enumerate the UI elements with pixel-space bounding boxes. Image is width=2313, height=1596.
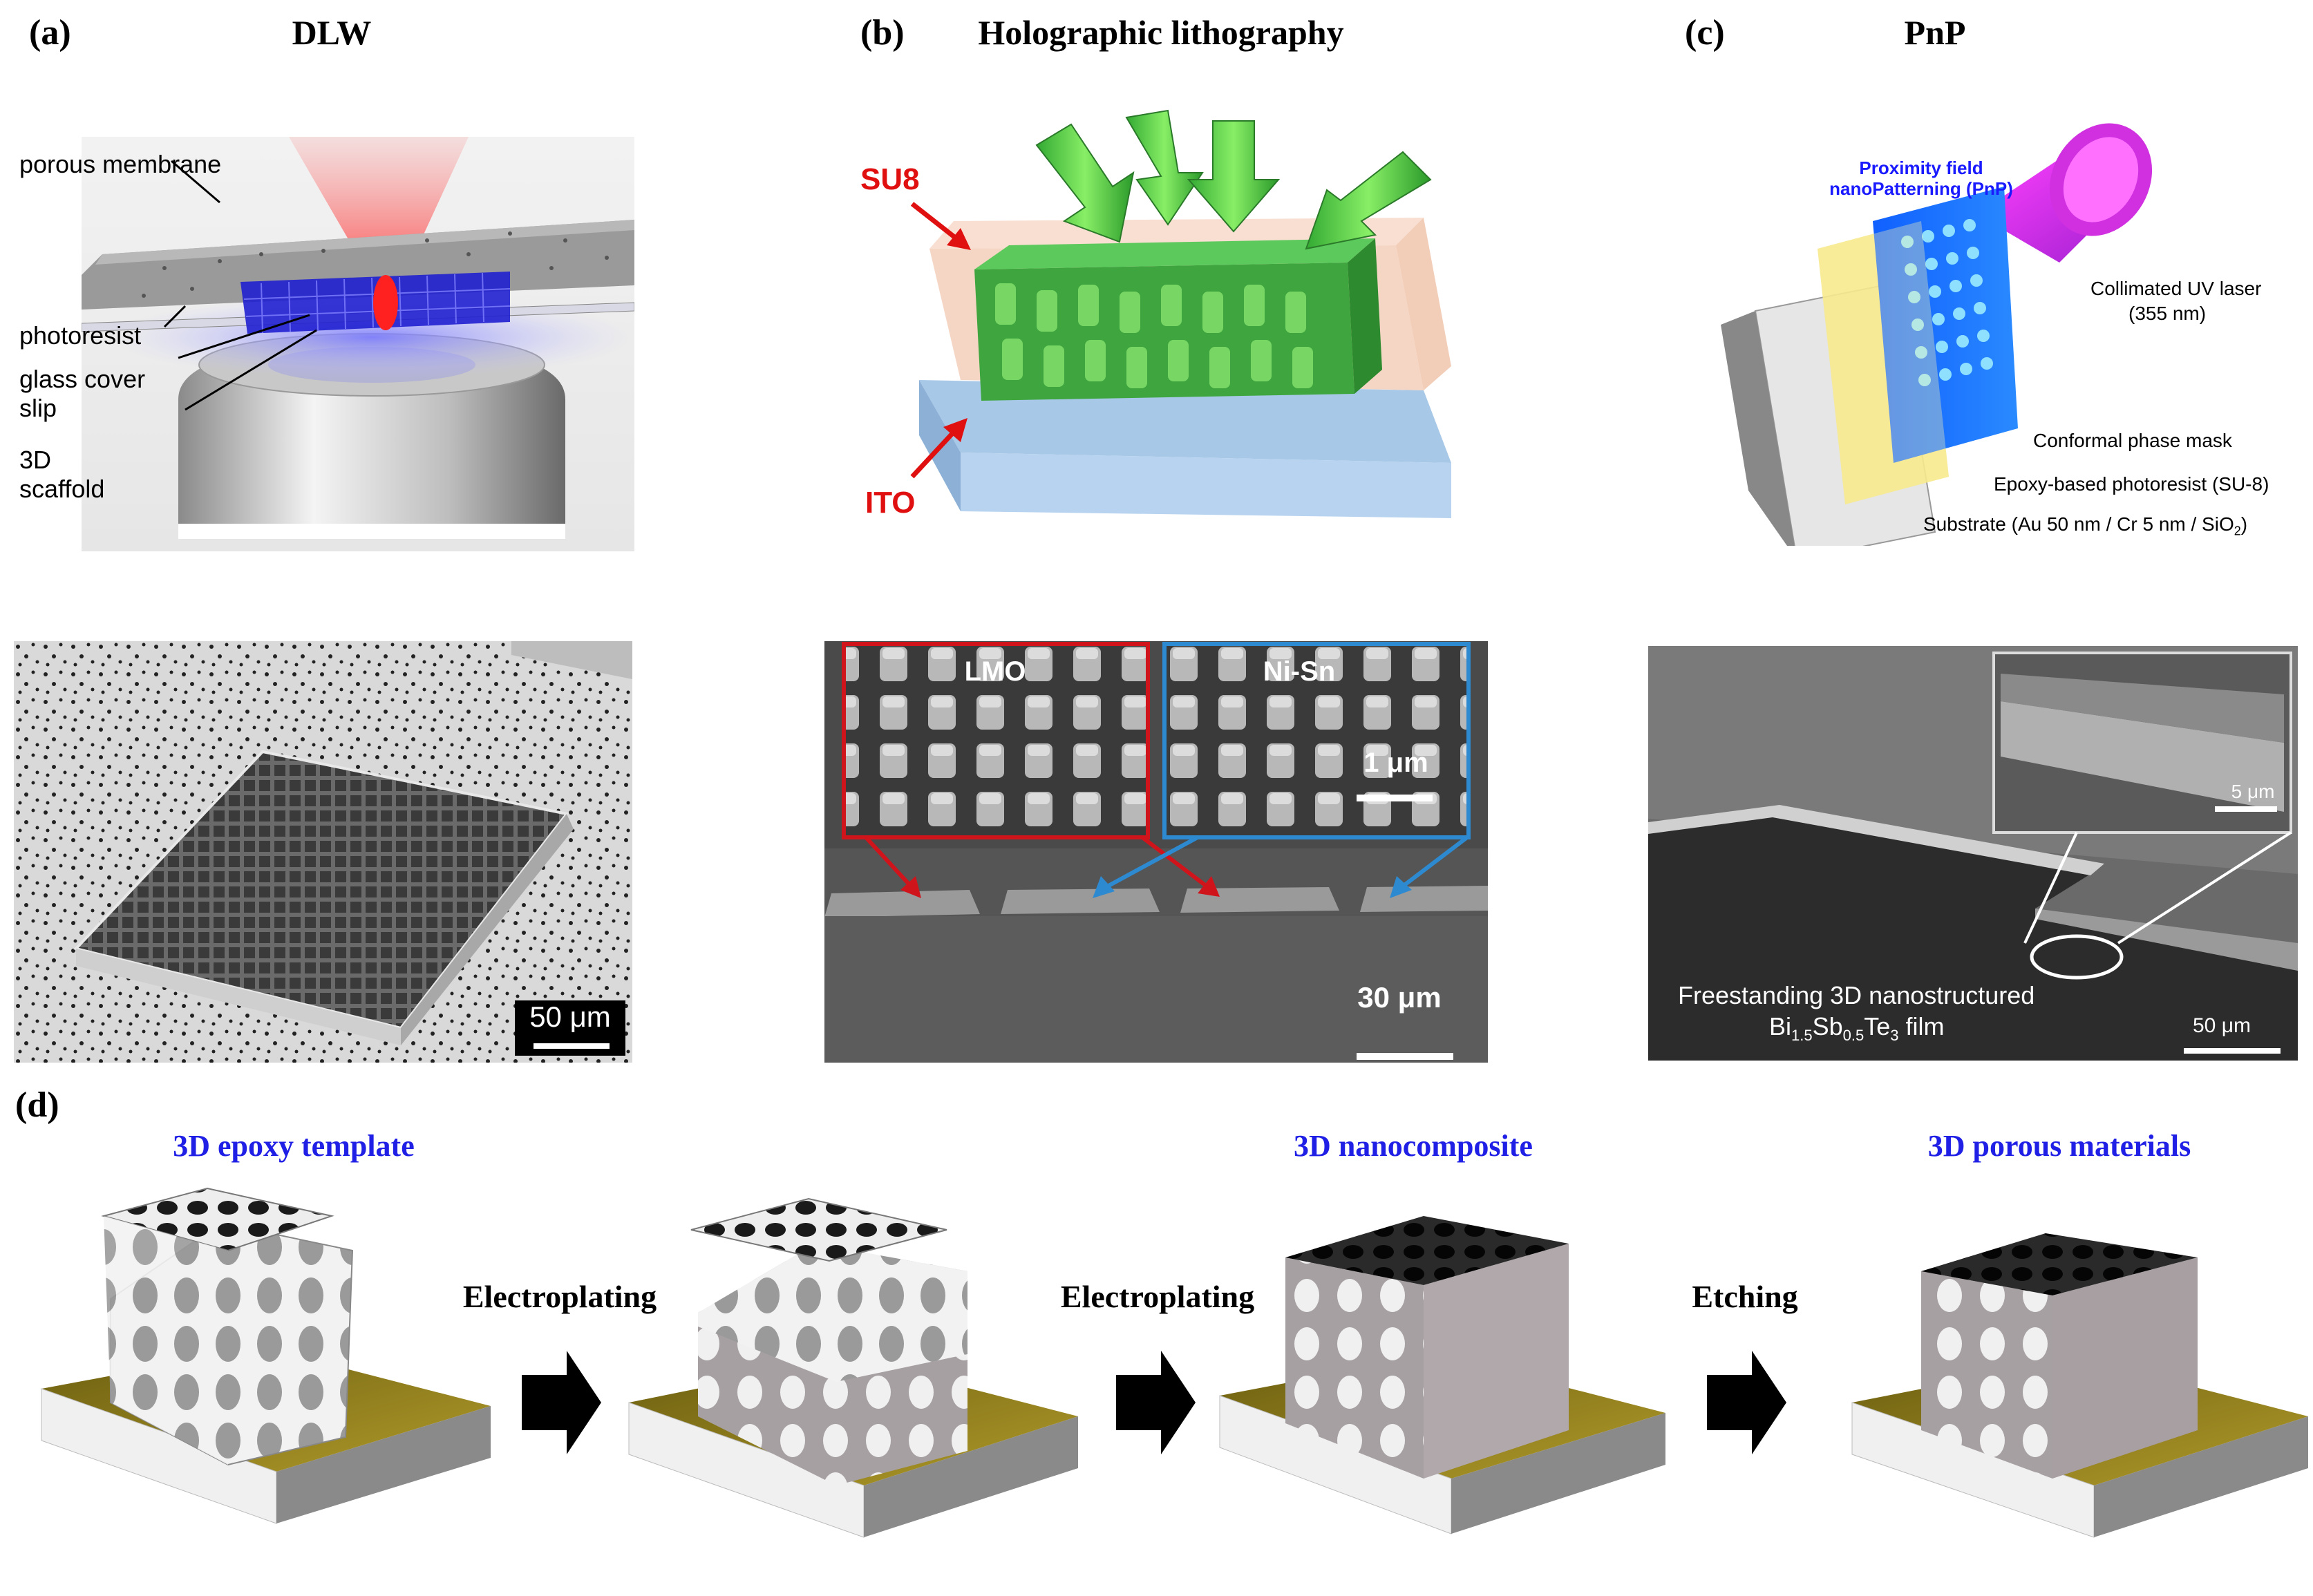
- substrate-label: Substrate (Au 50 nm / Cr 5 nm / SiO2): [1923, 513, 2247, 539]
- laser-label-line2: (355 nm): [2128, 303, 2207, 324]
- callout-porous-membrane: porous membrane: [19, 150, 222, 178]
- stage-3-nanocomposite: [1219, 1216, 1665, 1535]
- phase-mask-label: Conformal phase mask: [2033, 430, 2232, 451]
- step-electroplating-1: Electroplating: [462, 1279, 657, 1314]
- panel-b-label: (b): [860, 13, 905, 53]
- holographic-schematic: [910, 109, 1451, 518]
- film-end: film: [1898, 1012, 1945, 1041]
- holographic-scalebar-label: 30 μm: [1357, 981, 1442, 1014]
- dlw-sem-image: [14, 641, 632, 1063]
- pnp-label-line2: nanoPatterning (PnP): [1829, 178, 2013, 199]
- process-flow: [41, 1187, 2308, 1538]
- panel-c-label: (c): [1685, 13, 1725, 53]
- stage-title-porous-materials: 3D porous materials: [1927, 1129, 2191, 1163]
- panel-b-title: Holographic lithography: [978, 13, 1344, 52]
- film-te: Te: [1864, 1012, 1891, 1041]
- pnp-inset-scalebar-label: 5 μm: [2231, 781, 2275, 802]
- photoresist-label: Epoxy-based photoresist (SU-8): [1994, 473, 2269, 495]
- laser-label-line1: Collimated UV laser: [2090, 278, 2262, 299]
- film-bi: Bi: [1769, 1012, 1792, 1041]
- panel-a-title: DLW: [292, 13, 372, 52]
- callout-glass-cover-slip: glass cover slip: [19, 365, 146, 422]
- stage-2-electroplating: [628, 1197, 1078, 1538]
- callout-3d-scaffold: 3D scaffold: [19, 446, 105, 503]
- stage-title-nanocomposite: 3D nanocomposite: [1294, 1129, 1533, 1163]
- panel-a-label: (a): [29, 13, 71, 53]
- pnp-sem-image: [1648, 646, 2298, 1061]
- stage-1-epoxy-template: [41, 1187, 491, 1524]
- su8-label: SU8: [860, 162, 920, 196]
- film-label-line2: Bi1.5Sb0.5Te3 film: [1769, 1012, 1945, 1045]
- dlw-schematic: [82, 137, 634, 551]
- substrate-label-sub: 2: [2234, 524, 2241, 538]
- stage-title-epoxy-template: 3D epoxy template: [173, 1129, 415, 1163]
- inset-scalebar-label: 1 μm: [1363, 748, 1428, 778]
- substrate-label-main: Substrate (Au 50 nm / Cr 5 nm / SiO: [1923, 513, 2234, 535]
- film-bi-sub: 1.5: [1791, 1027, 1813, 1045]
- pnp-schematic: [1721, 123, 2153, 546]
- step-etching: Etching: [1692, 1279, 1798, 1314]
- stage-4-porous-materials: [1851, 1233, 2308, 1538]
- substrate-label-end: ): [2240, 513, 2248, 535]
- pnp-scalebar-label: 50 μm: [2193, 1014, 2251, 1037]
- ito-label: ITO: [865, 486, 916, 520]
- pnp-label-line1: Proximity field: [1859, 158, 1983, 178]
- panel-d-label: (d): [15, 1085, 59, 1125]
- film-sb-sub: 0.5: [1842, 1027, 1864, 1045]
- dlw-scalebar-label: 50 μm: [529, 1000, 611, 1033]
- film-te-sub: 3: [1890, 1027, 1899, 1045]
- nisn-label: Ni-Sn: [1263, 656, 1336, 687]
- film-label-line1: Freestanding 3D nanostructured: [1678, 981, 2035, 1009]
- lmo-label: LMO: [964, 656, 1026, 687]
- step-electroplating-2: Electroplating: [1060, 1279, 1255, 1314]
- holographic-sem-image: [824, 641, 1488, 1063]
- callout-photoresist: photoresist: [19, 321, 142, 350]
- panel-c-title: PnP: [1904, 13, 1966, 52]
- film-sb: Sb: [1812, 1012, 1843, 1041]
